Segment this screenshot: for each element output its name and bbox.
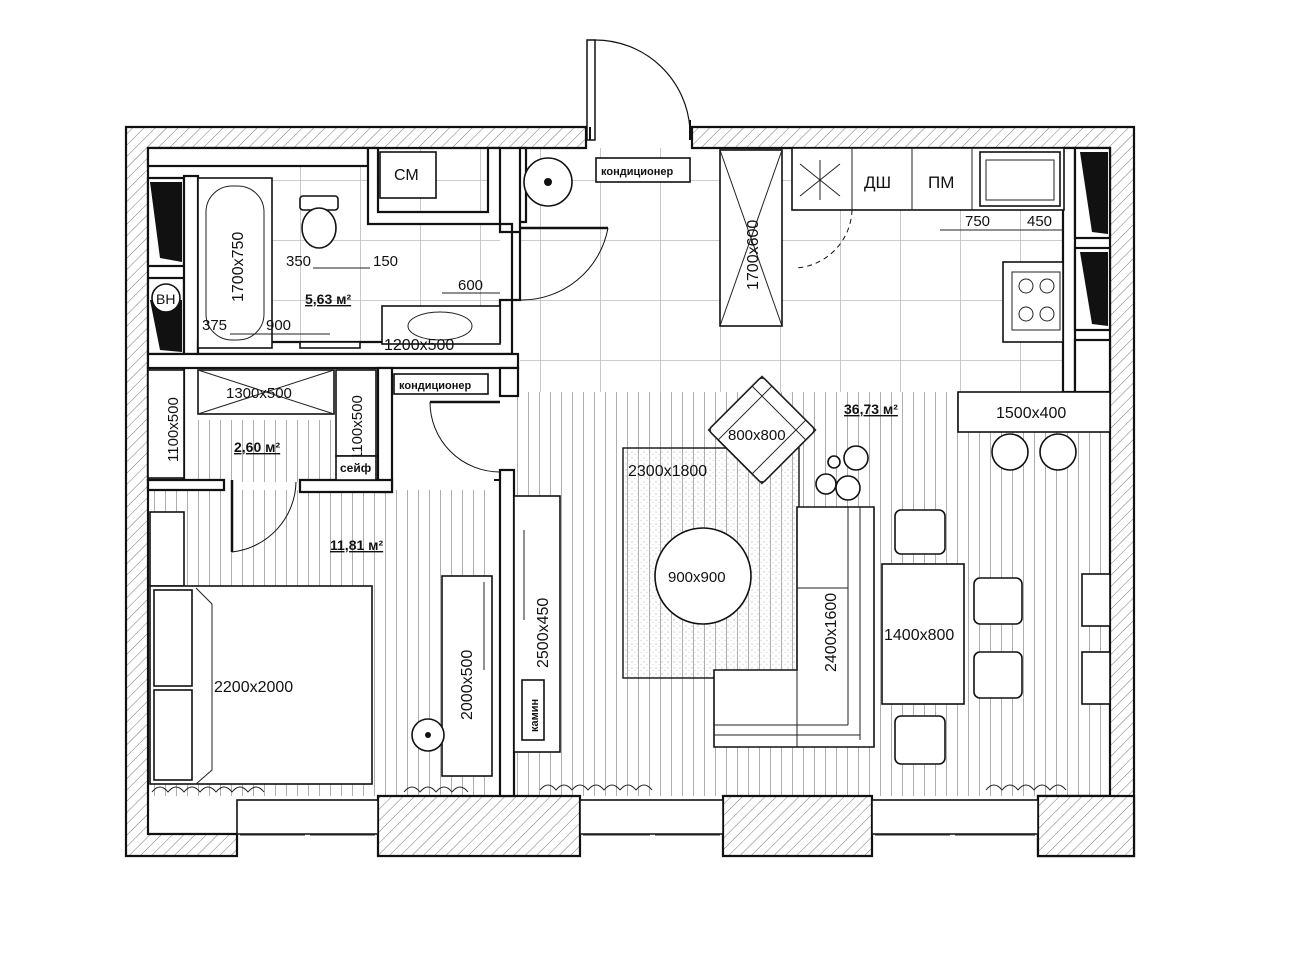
dining-table-dimension: 1400x800 [884, 627, 954, 644]
living-area: 36,73 м² [844, 401, 898, 417]
dining-set: 1400x800 [881, 509, 1023, 765]
entrance-door[interactable] [586, 39, 691, 141]
cooktop [1002, 261, 1064, 343]
ac-mid [393, 373, 489, 395]
bed: 2200x2000 [149, 585, 373, 785]
boiler: ВН [151, 283, 181, 313]
safe-label: сейф [340, 461, 372, 475]
closet-door[interactable] [230, 480, 297, 553]
dim-750: 750 [965, 213, 990, 230]
tv-unit: 2500x450 камин [513, 495, 561, 753]
rug-dimension: 2300x1800 [628, 463, 707, 480]
coffee-table: 900x900 [654, 527, 752, 625]
sofa-dimension: 2400x1600 [823, 593, 840, 672]
ac-top [595, 157, 691, 183]
dim-350: 350 [286, 253, 311, 270]
closet: 1100x500 1300x500 1100x500 сейф 2,60 м² [147, 369, 377, 481]
ac-top-label: кондиционер [601, 166, 673, 178]
sofa: 2400x1600 [713, 506, 875, 748]
sink-dimension: 1200x500 [384, 337, 454, 354]
dishwasher-label: ДШ [864, 173, 891, 192]
wardrobe-left-dimension: 1100x500 [165, 397, 182, 462]
dim-600: 600 [458, 277, 483, 294]
outer-walls [124, 125, 1136, 858]
fireplace-label: камин [529, 699, 541, 732]
bar-counter: 1500x400 [957, 391, 1111, 471]
hall-cabinet-dimension: 1700x600 [745, 220, 762, 290]
bathroom-area: 5,63 м² [305, 291, 351, 307]
bathroom: 1700x750 350 150 5,63 м² 600 1200x500 37… [151, 151, 501, 354]
bar-dimension: 1500x400 [996, 405, 1066, 422]
dim-900: 900 [266, 317, 291, 334]
closet-area: 2,60 м² [234, 439, 280, 455]
bedroom-dresser: 2000x500 [441, 575, 493, 777]
wardrobe-top-dimension: 1300x500 [226, 385, 292, 402]
bathtub-dimension: 1700x750 [230, 232, 247, 302]
washer [379, 151, 437, 199]
boiler-label: ВН [156, 291, 175, 307]
toilet [299, 195, 339, 249]
bathroom-door[interactable] [519, 226, 609, 301]
dresser-dimension: 2000x500 [459, 650, 476, 720]
bedroom: 11,81 м² 2200x2000 2000x500 [149, 511, 493, 793]
plant [815, 445, 869, 501]
dim-450: 450 [1027, 213, 1052, 230]
tv-unit-dimension: 2500x450 [535, 598, 552, 668]
armchair [707, 375, 817, 485]
dim-150: 150 [373, 253, 398, 270]
bed-dimension: 2200x2000 [214, 679, 293, 696]
living-room: 36,73 м² 2500x450 камин 2300x1800 900x90… [513, 375, 1111, 791]
bathtub [197, 177, 273, 349]
hall-kitchen: кондиционер 1700x600 ДШ ПМ 750 450 [393, 147, 1065, 395]
dishwasher-alt-label: ПМ [928, 173, 954, 192]
ac-mid-label: кондиционер [399, 380, 471, 392]
washer-label: СМ [394, 167, 419, 184]
kitchen-counter: ДШ ПМ [791, 147, 1065, 269]
armchair-dimension: 800x800 [728, 427, 786, 444]
closet-floor [198, 420, 334, 482]
fireplace [521, 679, 545, 741]
bedroom-area: 11,81 м² [330, 537, 384, 553]
dim-375: 375 [202, 317, 227, 334]
wall-niches [150, 152, 1108, 352]
coffee-table-dimension: 900x900 [668, 569, 726, 586]
wardrobe-right-dimension: 1100x500 [349, 395, 366, 460]
bedroom-door[interactable] [429, 400, 501, 481]
